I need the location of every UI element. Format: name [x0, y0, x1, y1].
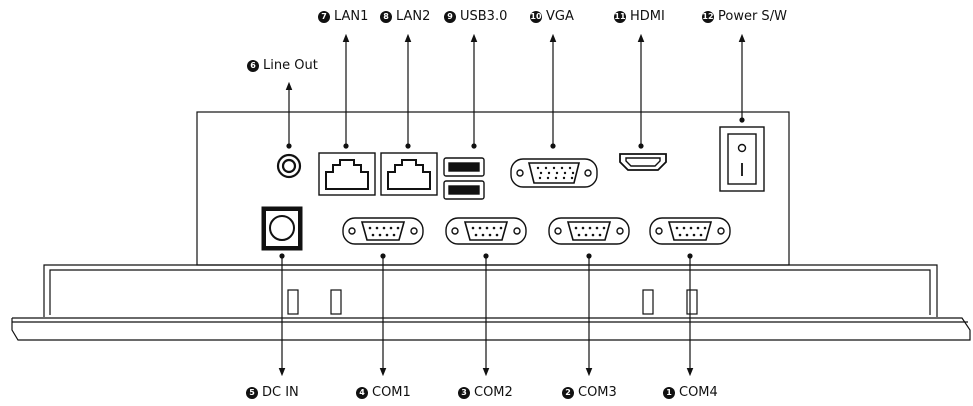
- number-badge: 12: [702, 11, 714, 23]
- number-badge: 4: [356, 387, 368, 399]
- com4-port: [649, 217, 731, 245]
- com3-port: [548, 217, 630, 245]
- chassis-tab: [686, 289, 698, 315]
- power-switch: [719, 126, 765, 192]
- chassis-tab: [287, 289, 299, 315]
- number-badge: 2: [562, 387, 574, 399]
- number-badge: 3: [458, 387, 470, 399]
- number-badge: 11: [614, 11, 626, 23]
- dc-in-jack: [261, 206, 303, 251]
- line-out-jack: [276, 153, 302, 179]
- number-badge: 1: [663, 387, 675, 399]
- vga-port: [510, 158, 598, 188]
- number-badge: 8: [380, 11, 392, 23]
- com-ports: [342, 217, 731, 245]
- chassis-outline: [43, 264, 938, 317]
- chassis-inner-outline: [49, 269, 931, 315]
- leader-lines: [278, 33, 746, 377]
- base-bezel: [11, 317, 971, 341]
- number-badge: 7: [318, 11, 330, 23]
- usb3-ports: [443, 157, 485, 200]
- number-badge: 6: [247, 60, 259, 72]
- chassis-tab: [330, 289, 342, 315]
- lan1-port: [318, 152, 376, 196]
- number-badge: 10: [530, 11, 542, 23]
- number-badge: 9: [444, 11, 456, 23]
- hdmi-port: [619, 153, 667, 171]
- lan2-port: [380, 152, 438, 196]
- com2-port: [445, 217, 527, 245]
- chassis-tab: [642, 289, 654, 315]
- number-badge: 5: [246, 387, 258, 399]
- com1-port: [342, 217, 424, 245]
